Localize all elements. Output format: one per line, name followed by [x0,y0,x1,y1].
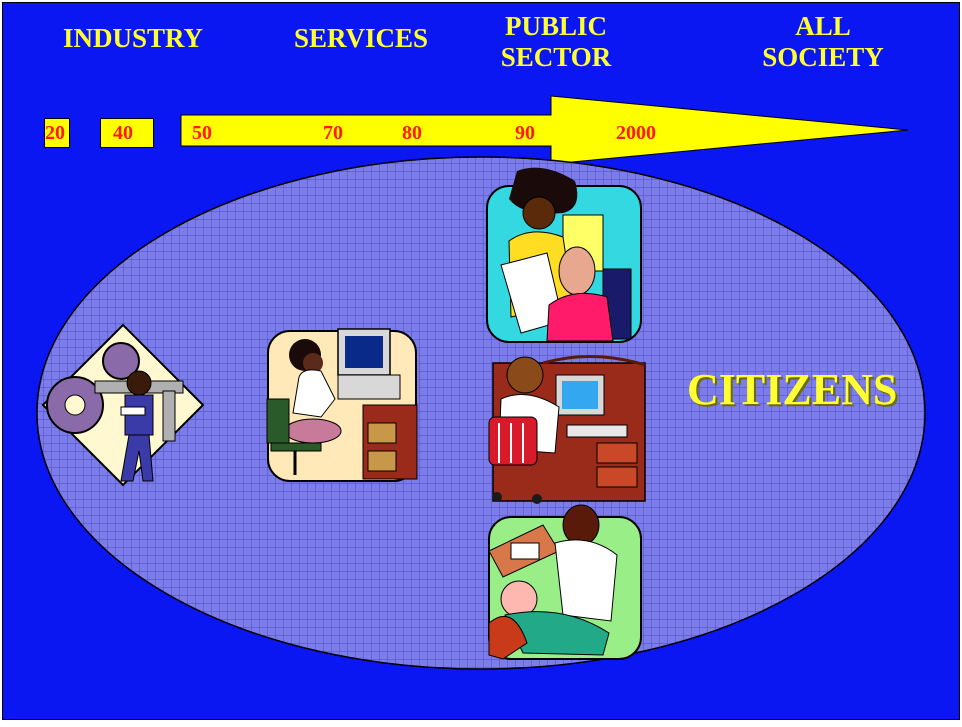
diagram-canvas [36,95,926,670]
citizens-ellipse [36,156,926,670]
year-label: 70 [323,122,343,144]
call-center-agent-icon [266,328,418,482]
category-all-society-line1: ALL [795,11,851,41]
timeline-arrow [180,95,909,165]
category-all-society-line2: SOCIETY [762,42,884,72]
year-label: 50 [192,122,212,144]
year-label: 90 [515,122,535,144]
dentist-patient-icon [488,504,642,660]
year-box-20 [44,118,70,148]
citizens-label: CITIZENS [687,365,898,414]
category-all-society: ALL SOCIETY [723,11,923,73]
industry-worker-gears-icon [41,323,205,487]
category-services: SERVICES [293,23,429,53]
year-label: 20 [45,122,65,144]
year-box-40 [100,118,154,148]
year-label: 40 [113,122,133,144]
category-industry: INDUSTRY [62,23,204,53]
category-public-sector-line2: SECTOR [500,42,612,72]
year-label: 80 [402,122,422,144]
category-public-sector: PUBLIC SECTOR [481,11,631,73]
category-public-sector-line1: PUBLIC [504,11,607,41]
office-workers-icon [486,167,642,343]
public-clerk-at-computer-icon [488,354,646,504]
year-label: 2000 [616,122,656,144]
